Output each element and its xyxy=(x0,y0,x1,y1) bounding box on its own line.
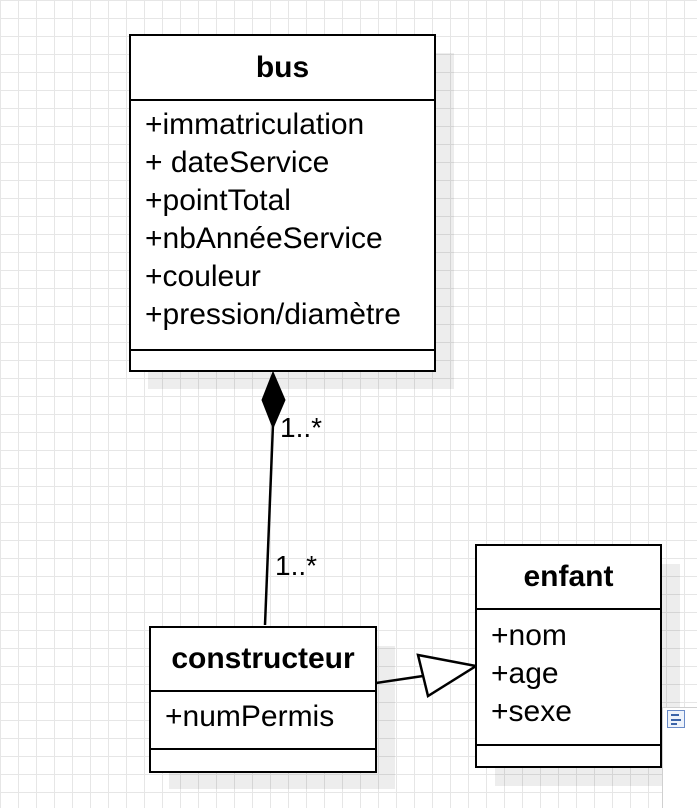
class-enfant-attributes: +nom +age +sexe xyxy=(477,610,660,746)
attribute: +nom xyxy=(491,619,567,652)
multiplicity-bus-end: 1..* xyxy=(280,412,323,443)
composition-line[interactable] xyxy=(263,423,275,626)
composition-diamond xyxy=(261,370,286,430)
class-constructeur-name: constructeur xyxy=(151,628,375,692)
attribute: + dateService xyxy=(145,146,330,179)
multiplicity-constructeur-end: 1..* xyxy=(275,550,318,581)
attribute: +pression/diamètre xyxy=(145,298,401,331)
attribute: +numPermis xyxy=(165,700,335,733)
attribute: +pointTotal xyxy=(145,184,291,217)
class-bus-attributes: +immatriculation + dateService +pointTot… xyxy=(131,101,434,351)
class-enfant-name: enfant xyxy=(477,546,660,610)
class-shape-icon[interactable] xyxy=(667,710,685,728)
class-enfant[interactable]: enfant +nom +age +sexe xyxy=(475,544,662,768)
attribute: +couleur xyxy=(145,260,261,293)
class-bus[interactable]: bus +immatriculation + dateService +poin… xyxy=(129,34,436,372)
attribute: +immatriculation xyxy=(145,108,365,141)
class-constructeur-attributes: +numPermis xyxy=(151,692,375,750)
attribute: +age xyxy=(491,657,559,690)
attribute: +nbAnnéeService xyxy=(145,222,383,255)
generalization-arrowhead xyxy=(416,653,480,698)
class-constructeur[interactable]: constructeur +numPermis xyxy=(149,626,377,773)
attribute: +sexe xyxy=(491,695,572,728)
class-bus-name: bus xyxy=(131,36,434,101)
generalization-line[interactable] xyxy=(375,674,424,685)
